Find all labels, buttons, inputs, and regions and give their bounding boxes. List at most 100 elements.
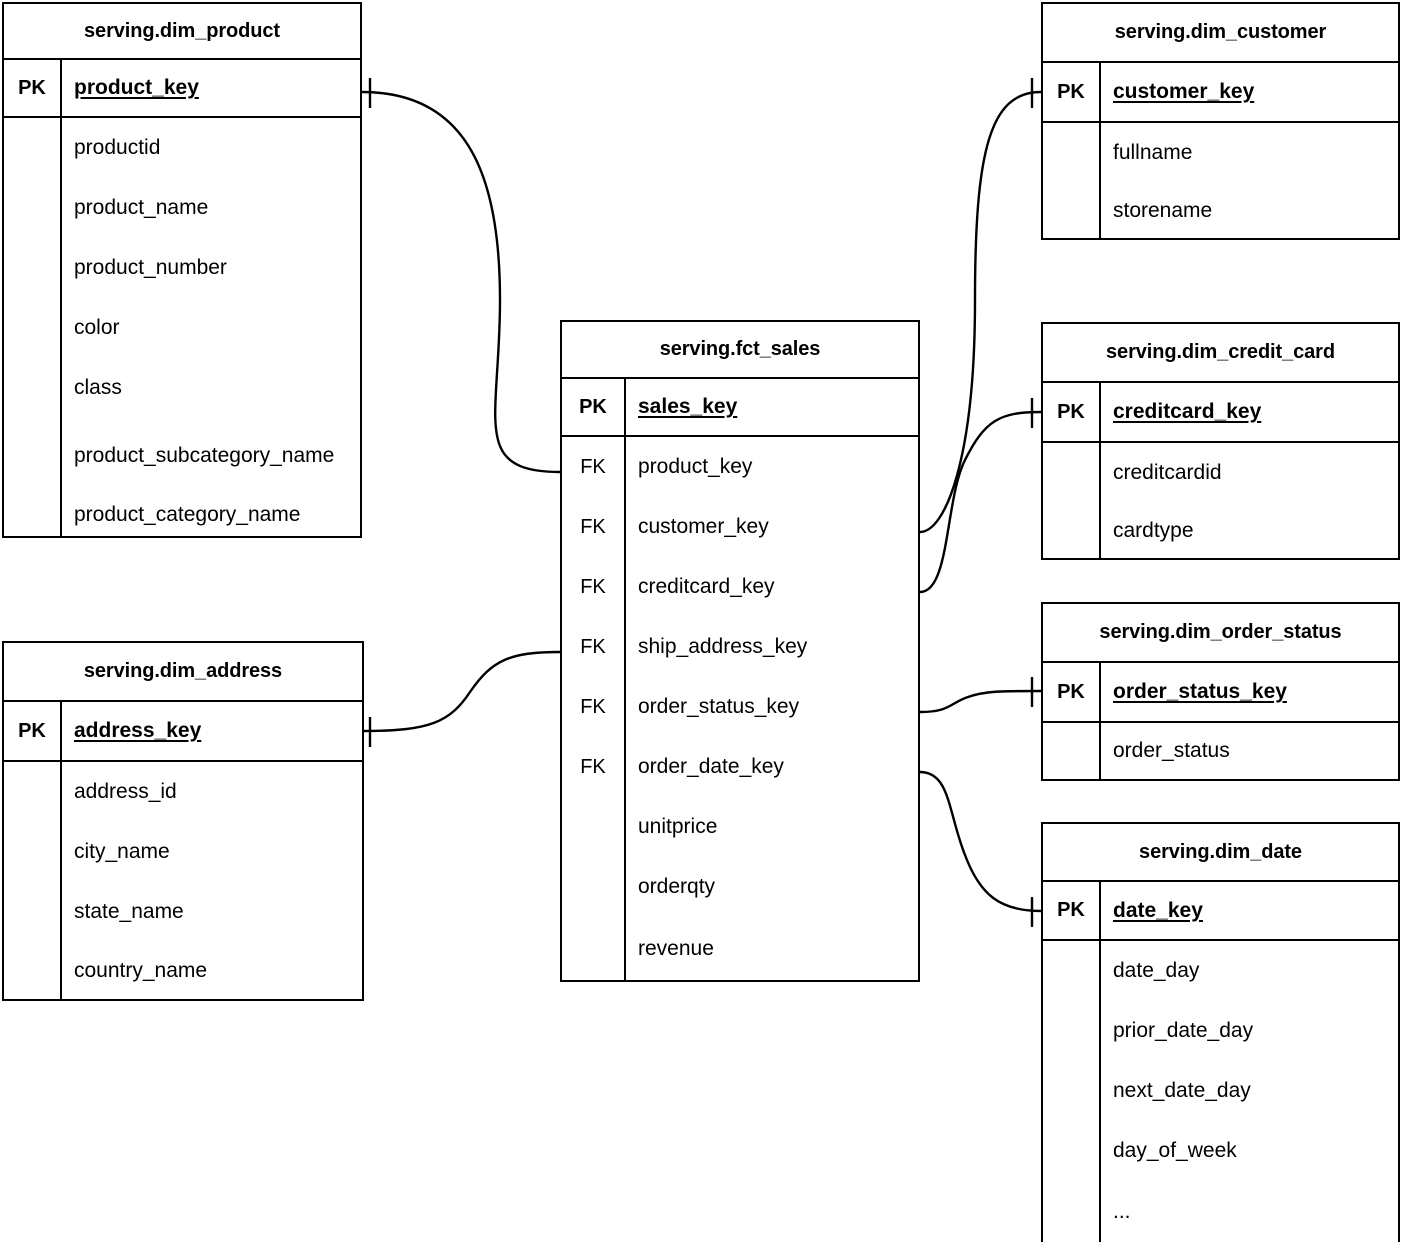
entity-dim-address[interactable]: serving.dim_address PK address_key addre… xyxy=(2,641,364,1001)
entity-title-dim-credit-card: serving.dim_credit_card xyxy=(1043,324,1398,383)
entity-pk-row-dim-product: PK product_key xyxy=(4,60,360,118)
field-key xyxy=(4,358,60,418)
field-key xyxy=(4,178,60,238)
pk-field-label: order_status_key xyxy=(1113,680,1287,703)
field-key: FK xyxy=(580,455,606,478)
fields-name-column: date_day prior_date_day next_date_day da… xyxy=(1101,941,1398,1242)
entity-fct-sales[interactable]: serving.fct_sales PK sales_key FK FK FK … xyxy=(560,320,920,982)
fields-key-column xyxy=(1043,123,1101,238)
entity-title-dim-address: serving.dim_address xyxy=(4,643,362,702)
entity-pk-row-dim-date: PK date_key xyxy=(1043,882,1398,941)
fields-name-column: productid product_name product_number co… xyxy=(62,118,360,536)
pk-field-label: date_key xyxy=(1113,898,1203,922)
entity-pk-row-fct-sales: PK sales_key xyxy=(562,379,918,437)
pk-field-label: customer_key xyxy=(1113,80,1255,103)
fields-key-column xyxy=(1043,443,1101,558)
fields-key-column xyxy=(4,762,62,999)
entity-fields-dim-customer: fullname storename xyxy=(1043,123,1398,238)
entity-title-fct-sales: serving.fct_sales xyxy=(562,322,918,380)
field-name: productid xyxy=(74,136,161,160)
field-name: creditcardid xyxy=(1113,461,1222,485)
field-name: customer_key xyxy=(638,515,769,539)
field-name: revenue xyxy=(638,936,714,960)
field-name: date_day xyxy=(1113,959,1200,983)
field-name: city_name xyxy=(74,840,170,864)
field-name: product_subcategory_name xyxy=(74,443,335,467)
field-name: day_of_week xyxy=(1113,1139,1237,1163)
fields-key-column xyxy=(1043,941,1101,1242)
entity-pk-row-dim-customer: PK customer_key xyxy=(1043,63,1398,123)
pk-field-name: customer_key xyxy=(1101,63,1398,121)
field-key xyxy=(1043,1061,1099,1121)
entity-pk-row-dim-address: PK address_key xyxy=(4,702,362,762)
field-key xyxy=(4,493,60,536)
field-key: FK xyxy=(580,575,606,598)
field-key xyxy=(1043,1181,1099,1242)
field-key xyxy=(4,238,60,298)
field-key xyxy=(562,857,624,917)
entity-dim-credit-card[interactable]: serving.dim_credit_card PK creditcard_ke… xyxy=(1041,322,1400,560)
entity-title-dim-order-status: serving.dim_order_status xyxy=(1043,604,1398,663)
pk-field-name: product_key xyxy=(62,60,360,116)
field-key: FK xyxy=(580,635,606,658)
entity-fields-dim-address: address_id city_name state_name country_… xyxy=(4,762,362,999)
field-name: product_category_name xyxy=(74,502,301,526)
field-name: product_number xyxy=(74,256,227,280)
pk-badge: PK xyxy=(1043,383,1101,441)
field-key xyxy=(1043,1001,1099,1061)
fields-key-column xyxy=(1043,723,1101,779)
entity-dim-order-status[interactable]: serving.dim_order_status PK order_status… xyxy=(1041,602,1400,781)
pk-field-name: creditcard_key xyxy=(1101,383,1398,441)
entity-pk-row-dim-order-status: PK order_status_key xyxy=(1043,663,1398,723)
entity-dim-product[interactable]: serving.dim_product PK product_key produ… xyxy=(2,2,362,538)
pk-field-name: address_key xyxy=(62,702,362,760)
field-key xyxy=(4,762,60,822)
pk-field-label: creditcard_key xyxy=(1113,400,1262,423)
field-name: orderqty xyxy=(638,875,716,899)
entity-dim-date[interactable]: serving.dim_date PK date_key date_day pr… xyxy=(1041,822,1400,1242)
field-key xyxy=(4,118,60,178)
field-name: state_name xyxy=(74,900,184,924)
field-name: ship_address_key xyxy=(638,635,808,659)
pk-field-name: order_status_key xyxy=(1101,663,1398,721)
field-key xyxy=(1043,723,1099,779)
entity-fields-dim-product: productid product_name product_number co… xyxy=(4,118,360,536)
field-name: product_key xyxy=(638,455,753,479)
fields-name-column: fullname storename xyxy=(1101,123,1398,238)
fields-key-column xyxy=(4,118,62,536)
field-key xyxy=(1043,443,1099,503)
field-key xyxy=(562,917,624,980)
fields-key-column: FK FK FK FK FK FK xyxy=(562,437,626,980)
field-key xyxy=(562,797,624,857)
entity-title-dim-date: serving.dim_date xyxy=(1043,824,1398,883)
field-name: prior_date_day xyxy=(1113,1019,1254,1043)
field-name: creditcard_key xyxy=(638,575,775,599)
entity-fields-dim-order-status: order_status xyxy=(1043,723,1398,779)
entity-pk-row-dim-credit-card: PK creditcard_key xyxy=(1043,383,1398,443)
field-name: order_date_key xyxy=(638,755,784,779)
pk-badge: PK xyxy=(1043,882,1101,939)
field-key xyxy=(4,882,60,942)
pk-badge: PK xyxy=(1043,663,1101,721)
field-name: ... xyxy=(1113,1199,1131,1223)
field-name: order_status_key xyxy=(638,695,800,719)
field-key xyxy=(1043,183,1099,238)
pk-badge: PK xyxy=(562,379,626,435)
field-name: country_name xyxy=(74,958,208,982)
relationship-product xyxy=(361,78,587,485)
field-key xyxy=(4,822,60,882)
field-key: FK xyxy=(580,515,606,538)
pk-field-name: sales_key xyxy=(626,379,918,435)
pk-field-label: product_key xyxy=(74,76,199,100)
field-name: unitprice xyxy=(638,815,718,839)
pk-field-name: date_key xyxy=(1101,882,1398,939)
entity-dim-customer[interactable]: serving.dim_customer PK customer_key ful… xyxy=(1041,2,1400,240)
pk-badge: PK xyxy=(4,702,62,760)
pk-badge: PK xyxy=(4,60,62,116)
entity-fields-fct-sales: FK FK FK FK FK FK product_key customer_k… xyxy=(562,437,918,980)
entity-title-dim-product: serving.dim_product xyxy=(4,4,360,61)
field-name: fullname xyxy=(1113,141,1193,165)
field-key xyxy=(1043,503,1099,558)
field-name: next_date_day xyxy=(1113,1079,1251,1103)
